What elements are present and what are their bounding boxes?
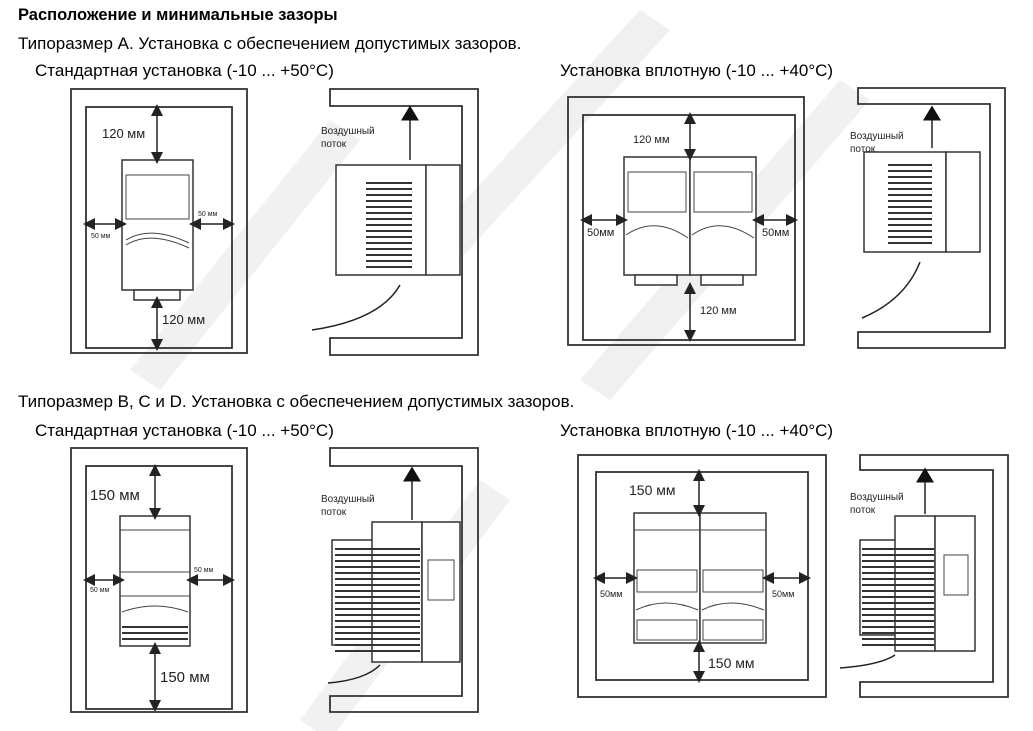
page-title: Расположение и минимальные зазоры (18, 6, 338, 24)
airflow-label-2: поток (850, 144, 876, 155)
section-a-caption-tight: Установка вплотную (-10 ... +40°C) (560, 61, 834, 80)
clearance-top: 150 мм (629, 482, 676, 498)
clearance-right: 50 мм (198, 211, 218, 218)
clearance-top: 150 мм (90, 487, 140, 504)
diagram-a-standard-side: Воздушный поток (311, 88, 479, 356)
clearance-top: 120 мм (633, 134, 670, 146)
clearance-left: 50 мм (91, 233, 111, 240)
section-bcd-caption-standard: Стандартная установка (-10 ... +50°C) (35, 421, 334, 440)
airflow-label: Воздушный (850, 131, 904, 142)
diagram-a-tight-side: Воздушный поток (850, 87, 1006, 349)
diagram-bcd-standard-front: 150 мм 150 мм 50 мм 50 мм (70, 447, 248, 713)
diagram-a-tight-front: 120 мм 120 мм 50мм 50мм (567, 96, 805, 346)
airflow-label: Воздушный (850, 492, 904, 503)
clearance-bottom: 120 мм (162, 312, 205, 327)
diagram-bcd-tight-front: 150 мм 150 мм 50мм 50мм (577, 454, 827, 698)
airflow-label-2: поток (321, 507, 347, 518)
clearance-right: 50 мм (194, 567, 214, 574)
clearance-bottom: 150 мм (708, 655, 755, 671)
diagram-bcd-standard-side: Воздушный поток (321, 447, 479, 713)
clearance-right: 50мм (762, 227, 789, 239)
section-a-heading: Типоразмер А. Установка с обеспечением д… (18, 34, 522, 53)
clearance-right: 50мм (772, 589, 794, 599)
clearance-top: 120 мм (102, 126, 145, 141)
diagram-a-standard-front: 120 мм 120 мм 50 мм 50 мм (70, 88, 248, 354)
airflow-label: Воздушный (321, 126, 375, 137)
clearance-left: 50 мм (90, 587, 110, 594)
clearance-left: 50мм (600, 589, 622, 599)
section-a-caption-standard: Стандартная установка (-10 ... +50°C) (35, 61, 334, 80)
airflow-label-2: поток (321, 139, 347, 150)
watermark (130, 10, 870, 731)
airflow-label-2: поток (850, 505, 876, 516)
diagram-bcd-tight-side: Воздушный поток (839, 454, 1009, 698)
clearance-bottom: 120 мм (700, 305, 737, 317)
section-bcd-heading: Типоразмер B, C и D. Установка с обеспеч… (18, 392, 575, 411)
section-bcd-caption-tight: Установка вплотную (-10 ... +40°C) (560, 421, 834, 440)
airflow-label: Воздушный (321, 494, 375, 505)
clearance-bottom: 150 мм (160, 669, 210, 686)
clearance-left: 50мм (587, 227, 614, 239)
